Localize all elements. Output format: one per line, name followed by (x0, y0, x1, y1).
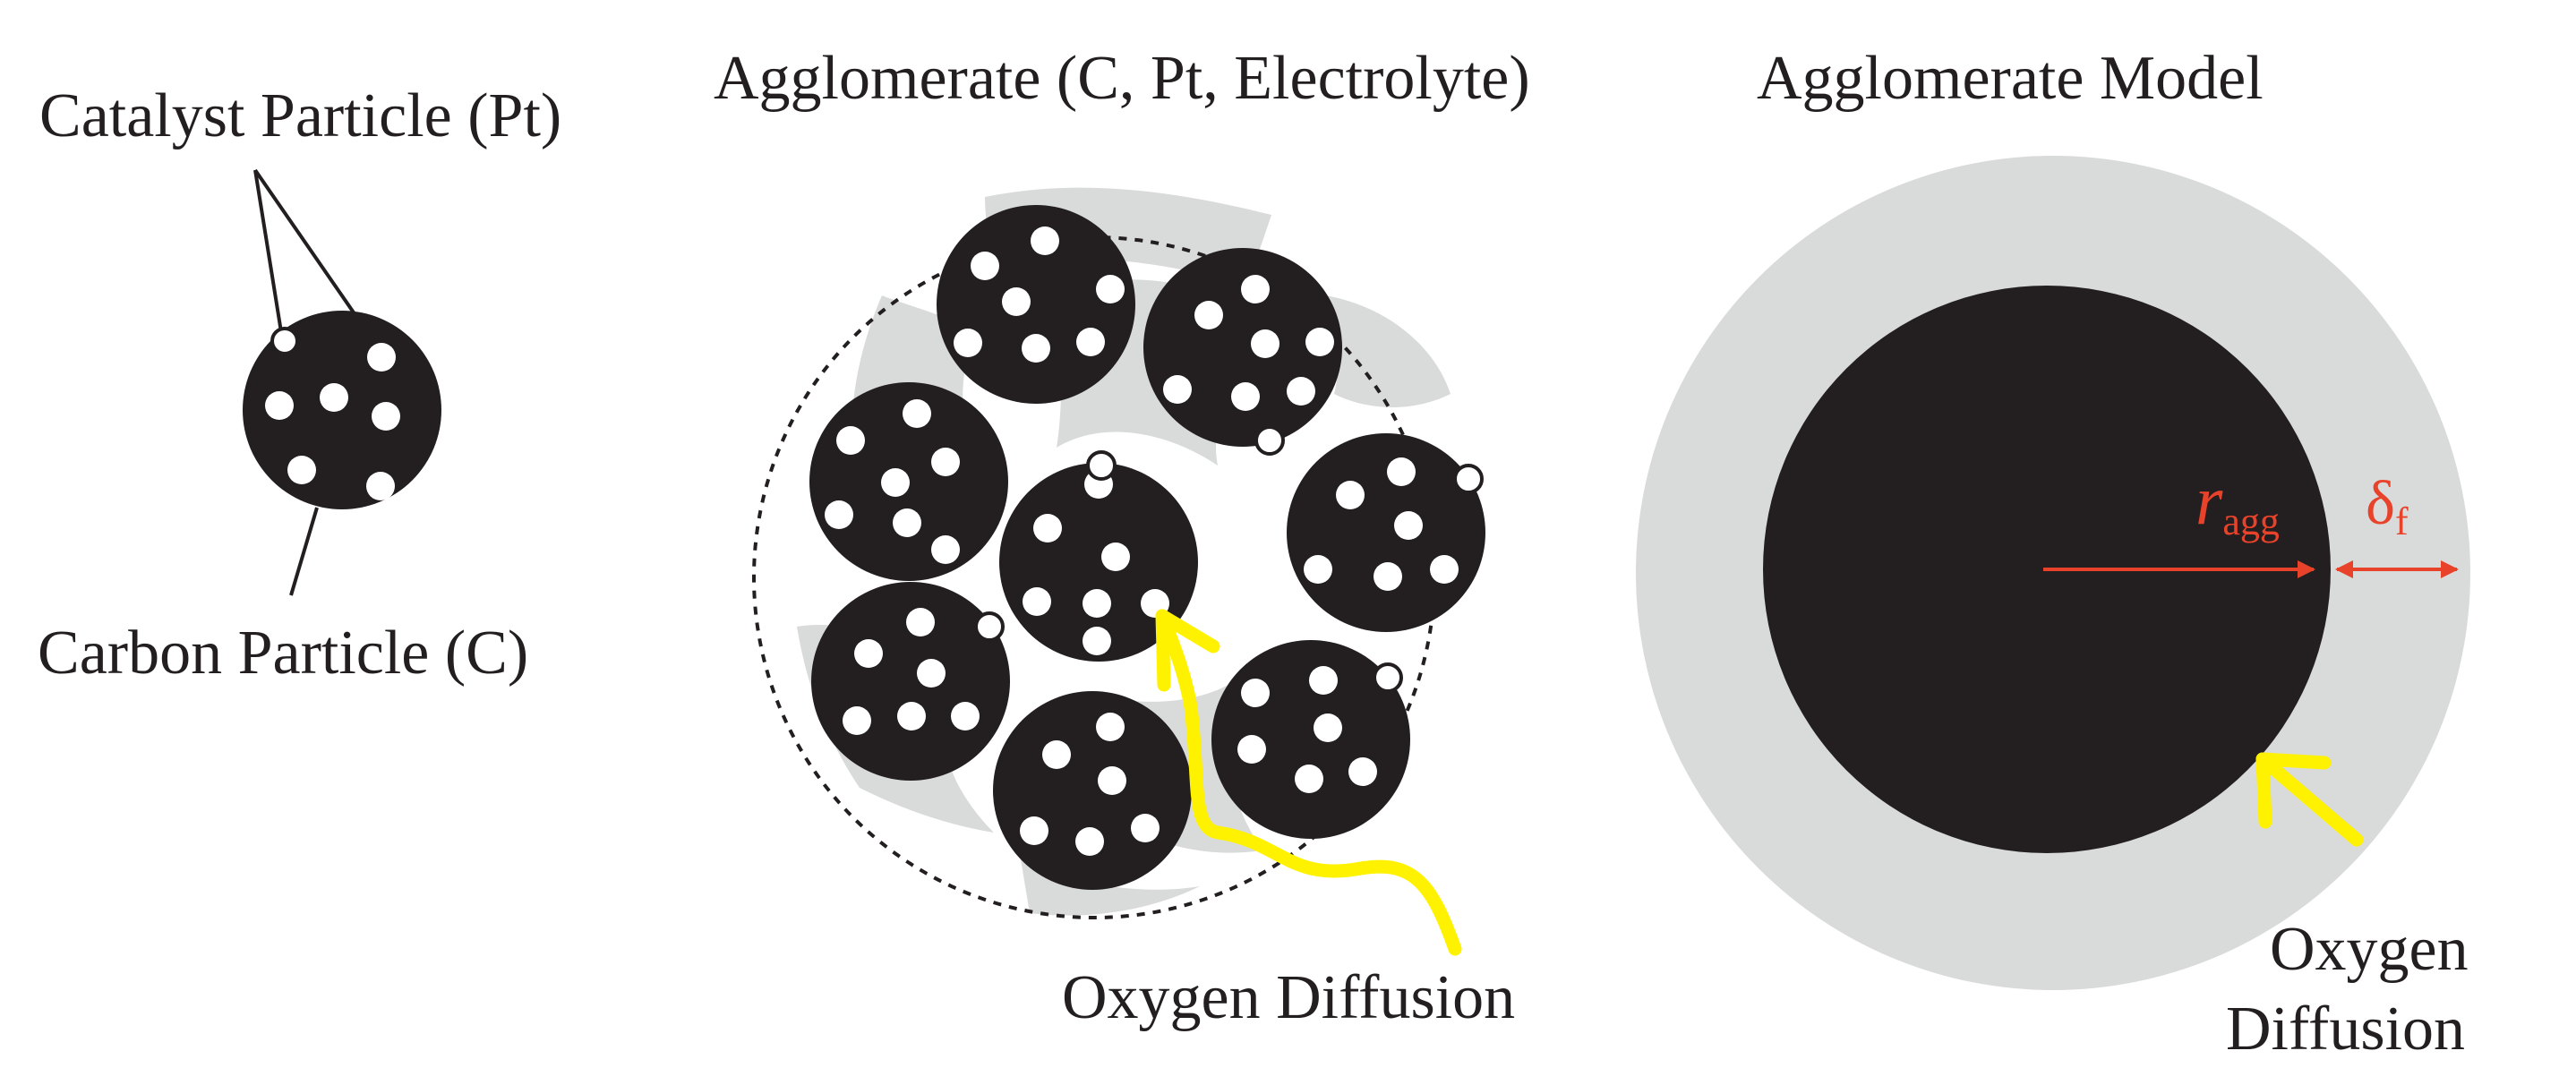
catalyst-leader-line-2 (253, 168, 367, 331)
oxygen-diffusion-label-right-line1: Oxygen (2270, 915, 2469, 984)
left-panel: Catalyst Particle (Pt) Carbon Particle (… (38, 81, 561, 688)
oxygen-diffusion-arrow-right (2255, 752, 2364, 847)
carbon-particle (1287, 433, 1485, 632)
carbon-particle (993, 691, 1192, 890)
carbon-leader-line (289, 507, 319, 596)
carbon-particle (811, 582, 1010, 781)
oxygen-diffusion-label: Oxygen Diffusion (1062, 963, 1515, 1032)
middle-panel: Agglomerate (C, Pt, Electrolyte) (714, 44, 1530, 1032)
platinum-particles (825, 226, 1459, 856)
carbon-particle-label: Carbon Particle (C) (38, 619, 528, 688)
catalyst-particle-label: Catalyst Particle (Pt) (39, 81, 561, 150)
surface-catalyst-particles (974, 425, 1484, 693)
catalyst-leader-line-1 (253, 169, 284, 338)
right-panel: Agglomerate Model ragg δf Oxygen Diffusi… (1636, 44, 2470, 1064)
oxygen-diffusion-label-right-line2: Diffusion (2226, 995, 2465, 1064)
oxygen-diffusion-arrow (1155, 609, 1462, 956)
catalyst-particle-surface (270, 327, 299, 355)
agglomerate-model-label: Agglomerate Model (1757, 44, 2264, 113)
carbon-particle (243, 311, 441, 509)
agglomerate-label: Agglomerate (C, Pt, Electrolyte) (714, 44, 1530, 113)
film-thickness-symbol: δf (2366, 469, 2409, 543)
agglomerate-radius-symbol: ragg (2195, 461, 2280, 543)
